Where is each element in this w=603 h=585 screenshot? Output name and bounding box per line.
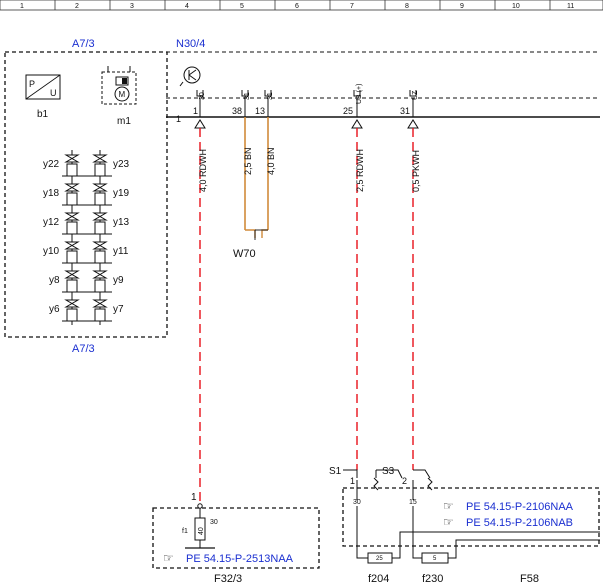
fuse-terminal: 30 xyxy=(210,519,218,526)
valve-label: y22 xyxy=(43,159,60,170)
fuse-name: f1 xyxy=(182,528,188,535)
f58-label: F58 xyxy=(520,573,539,585)
terminal-label: 31 xyxy=(244,92,251,100)
pin-number: 38 xyxy=(232,106,242,116)
wire-label: 0,5 PKWH xyxy=(411,150,421,192)
wire-label: 2,5 BN xyxy=(243,147,253,175)
fuse-value: 40 xyxy=(198,527,205,535)
f58-pin-label: 2 xyxy=(402,476,407,486)
reference-pointer-icon: ☞ xyxy=(163,551,174,565)
wire-2-5-rdwh: 2,5 RDWH xyxy=(355,128,365,470)
a7-3-module: A7/3 A7/3 P U b1 M m1 xyxy=(4,38,168,355)
a7-3-top-label: A7/3 xyxy=(72,38,95,50)
f58-pin-label: 1 xyxy=(350,476,355,486)
n30-4-label: N30/4 xyxy=(176,38,205,50)
valve-row xyxy=(64,183,108,206)
valve-label: y12 xyxy=(43,217,60,228)
valve-row xyxy=(64,241,108,264)
svg-text:M: M xyxy=(119,90,126,99)
valve-row xyxy=(64,299,108,322)
valve-label: y19 xyxy=(113,188,130,199)
fuse-value: 25 xyxy=(376,556,383,562)
valve-row xyxy=(64,212,108,235)
column-number: 8 xyxy=(405,3,409,10)
column-number: 3 xyxy=(130,3,134,10)
f32-3-fuse-box: 1 40 f1 30 ☞ PE 54.15-P-2513NAA F32/3 xyxy=(152,492,320,585)
wire-2-5-bn: 2,5 BN xyxy=(243,117,253,230)
wire-label: 4,0 RDWH xyxy=(198,149,208,192)
pressure-sensor-b1-icon: P U xyxy=(25,74,61,100)
column-number: 4 xyxy=(185,3,189,10)
f58-fuse-block: S1 S3 1 2 30 15 ☞ PE 54.15-P-2106NAA ☞ P… xyxy=(329,466,600,585)
fuse-value: 5 xyxy=(433,556,437,562)
valve-label: y8 xyxy=(49,275,60,286)
column-number: 9 xyxy=(460,3,464,10)
pump-motor-m1-icon: M xyxy=(101,66,137,105)
reference-pointer-icon: ☞ xyxy=(443,499,454,513)
terminal-label: UZ xyxy=(412,90,419,100)
column-number: 11 xyxy=(567,3,574,10)
fuse-pin-label: 1 xyxy=(191,492,197,503)
s1-label: S1 xyxy=(329,466,342,477)
column-number: 7 xyxy=(350,3,354,10)
f58-terminal: 15 xyxy=(409,499,417,506)
f230-label: f230 xyxy=(422,573,443,585)
pin-number: 13 xyxy=(255,106,265,116)
s3-label: S3 xyxy=(382,466,395,477)
m1-label: m1 xyxy=(117,116,131,127)
control-unit-symbol-icon xyxy=(179,66,201,87)
reference-link[interactable]: PE 54.15-P-2106NAA xyxy=(466,501,574,513)
pin-number: 1 xyxy=(193,106,198,116)
valve-label: y13 xyxy=(113,217,130,228)
valve-label: y18 xyxy=(43,188,60,199)
wire-label: 4,0 BN xyxy=(266,147,276,175)
f58-terminal: 30 xyxy=(353,499,361,506)
valve-row xyxy=(64,270,108,293)
a7-3-bottom-label: A7/3 xyxy=(72,343,95,355)
f204-label: f204 xyxy=(368,573,389,585)
terminal-label: UB (+) xyxy=(356,84,363,104)
n30-4-connector: N30/4 1 30 xyxy=(166,38,600,129)
svg-text:P: P xyxy=(29,79,35,89)
valve-label: y11 xyxy=(113,246,129,257)
valve-label: y7 xyxy=(113,304,124,315)
terminal-label: 30 xyxy=(199,92,206,100)
column-ruler: 1 2 3 4 5 6 7 8 9 10 11 xyxy=(0,0,603,11)
pin-number: 25 xyxy=(343,106,353,116)
svg-text:U: U xyxy=(50,88,57,98)
reference-link[interactable]: PE 54.15-P-2106NAB xyxy=(466,517,573,529)
reference-pointer-icon: ☞ xyxy=(443,515,454,529)
w70-label: W70 xyxy=(233,248,256,260)
wire-4-0-rdwh: 4,0 RDWH xyxy=(198,128,208,502)
valve-label: y6 xyxy=(49,304,60,315)
wire-0-5-pkwh: 0,5 PKWH xyxy=(411,128,421,470)
reference-link[interactable]: PE 54.15-P-2513NAA xyxy=(186,553,294,565)
valve-label: y10 xyxy=(43,246,60,257)
valve-label: y9 xyxy=(113,275,124,286)
column-number: 1 xyxy=(20,3,24,10)
terminal-label: 31 xyxy=(267,92,274,100)
valve-row xyxy=(64,154,108,177)
column-number: 6 xyxy=(295,3,299,10)
wire-label: 2,5 RDWH xyxy=(355,149,365,192)
column-number: 10 xyxy=(512,3,520,10)
bus-index-label: 1 xyxy=(176,114,181,124)
wire-4-0-bn: 4,0 BN xyxy=(266,117,276,230)
f32-3-label: F32/3 xyxy=(214,573,242,585)
b1-label: b1 xyxy=(37,109,49,120)
column-number: 5 xyxy=(240,3,244,10)
valve-label: y23 xyxy=(113,159,130,170)
pin-number: 31 xyxy=(400,106,410,116)
column-number: 2 xyxy=(75,3,79,10)
w70-ground-junction: W70 xyxy=(233,229,268,260)
